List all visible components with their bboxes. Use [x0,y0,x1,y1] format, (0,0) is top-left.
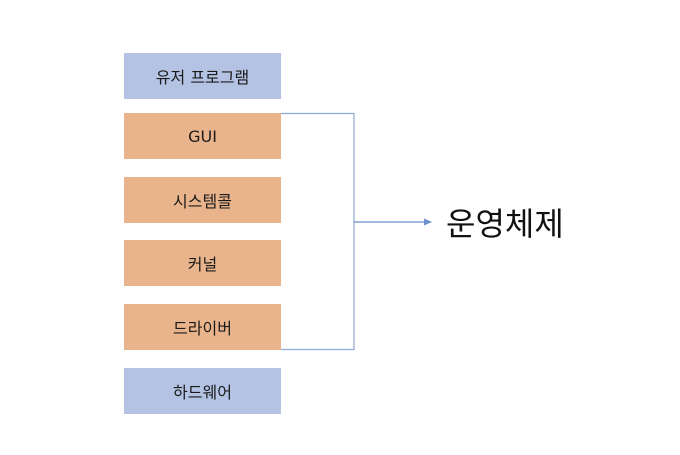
layer-label: GUI [188,126,217,146]
layer-label: 유저 프로그램 [155,68,250,87]
layer-label: 드라이버 [173,319,232,338]
layer-driver: 드라이버 [124,304,281,350]
layer-system-call: 시스템콜 [124,177,281,223]
layer-label: 커널 [187,255,218,274]
layer-label: 시스템콜 [173,192,232,211]
layer-hardware: 하드웨어 [124,368,281,414]
bracket-line [281,112,355,351]
layer-user-program: 유저 프로그램 [124,53,281,99]
layer-label: 하드웨어 [173,383,232,402]
layer-gui: GUI [124,113,281,159]
os-label: 운영체제 [446,205,564,243]
layer-kernel: 커널 [124,240,281,286]
